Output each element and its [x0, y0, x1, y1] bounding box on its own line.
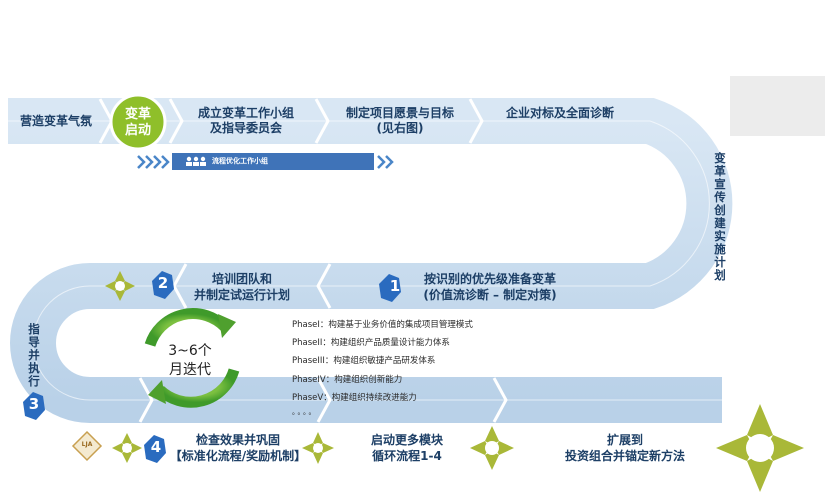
cycle-line2: 月迭代 [169, 362, 211, 378]
hexagon-3 [23, 392, 45, 420]
side-panel [730, 76, 825, 136]
step-more-modules-line1: 启动更多模块 [370, 433, 443, 447]
cycle-line1: 3~6个 [168, 343, 212, 359]
step-benchmark: 企业对标及全面诊断 [505, 106, 614, 120]
phase-5: PhaseV：构建组织持续改进能力 [292, 393, 417, 403]
step-train-line1: 培训团队和 [211, 272, 272, 286]
compass-icon-large [716, 404, 804, 492]
cycle-arrows-icon [144, 308, 240, 408]
hexagon-4 [144, 435, 166, 463]
phase-3: PhaseIII：构建组织敏捷产品研发体系 [292, 356, 436, 366]
hexagon-4-number: 4 [150, 438, 162, 456]
step-form-team-line2: 及指导委员会 [209, 121, 282, 135]
step-more-modules-line2: 循环流程1-4 [372, 449, 442, 463]
logo-badge-text: LJA [81, 441, 93, 448]
step-form-team-line1: 成立变革工作小组 [197, 106, 294, 120]
step-check-line2: 【标准化流程/奖励机制】 [169, 449, 307, 463]
step-prepare-line1: 按识别的优先级准备变革 [423, 272, 556, 286]
people-icon [186, 156, 206, 166]
start-badge [109, 93, 167, 151]
compass-icon-2 [112, 433, 142, 463]
team-bar-arrows [137, 155, 394, 169]
phase-2: PhaseII：构建组织产品质量设计能力体系 [292, 338, 450, 348]
hexagon-2 [152, 271, 174, 299]
step-expand-line1: 扩展到 [606, 433, 643, 447]
hexagon-1 [379, 274, 401, 302]
step-train-line2: 并制定试运行计划 [193, 288, 290, 302]
phase-ellipsis: 。。。。 [292, 408, 318, 416]
curve-right-label: 变革宣传创建实施计划 [714, 151, 726, 282]
hexagon-2-number: 2 [157, 274, 169, 292]
start-badge-line2: 启动 [124, 123, 151, 138]
compass-icon-3 [302, 432, 334, 464]
step-vision-line2: (见右图) [376, 121, 424, 135]
step-check-line1: 检查效果并巩固 [195, 433, 280, 447]
hexagon-3-number: 3 [28, 395, 40, 413]
compass-icon-1 [105, 271, 135, 301]
start-badge-line1: 变革 [124, 107, 151, 122]
curve-left-label: 指导并执行 [28, 322, 40, 388]
phase-1: PhaseI：构建基于业务价值的集成项目管理模式 [292, 320, 473, 330]
compass-icon-4 [470, 426, 514, 470]
team-bar-label: 流程优化工作小组 [212, 157, 268, 165]
phase-4: PhaseIV：构建组织创新能力 [292, 375, 403, 385]
hexagon-1-number: 1 [389, 277, 401, 295]
step-prepare-line2: (价值流诊断 – 制定对策) [423, 288, 557, 302]
step-vision-line1: 制定项目愿景与目标 [345, 106, 454, 120]
step-expand-line2: 投资组合并锚定新方法 [564, 449, 685, 463]
step-create-atmosphere: 营造变革气氛 [19, 114, 92, 128]
team-bar-fill [172, 153, 374, 170]
logo-badge [71, 430, 103, 462]
